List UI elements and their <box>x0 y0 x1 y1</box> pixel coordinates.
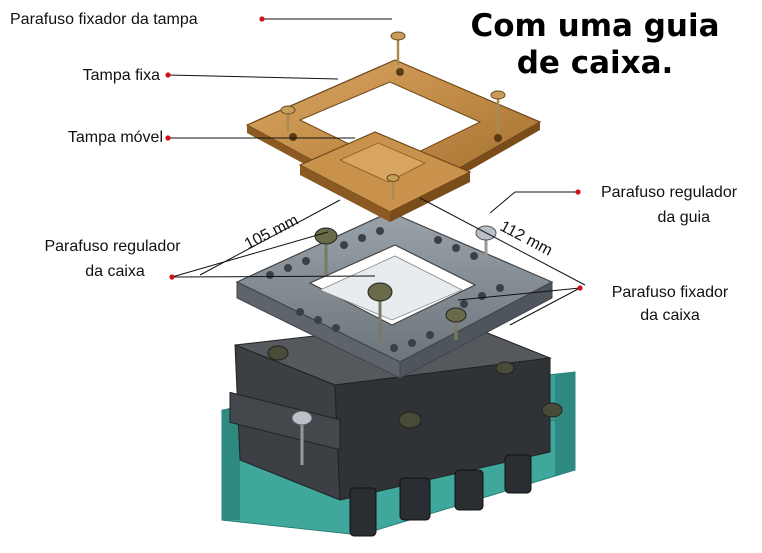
frame-screws <box>314 225 497 345</box>
label-guide-adjust-screw-line-2: da guia <box>657 209 711 226</box>
leader-dot <box>259 16 265 22</box>
label-cover-fixing-screw: Parafuso fixador da tampa <box>10 11 198 28</box>
label-fixed-cover: Tampa fixa <box>82 67 160 84</box>
diagram-title-line-1: Com uma guia <box>470 8 720 44</box>
leader-lines <box>167 18 581 326</box>
leader-dot <box>577 285 583 291</box>
leader-dot <box>165 72 171 78</box>
diagram-title-line-2: de caixa. <box>516 45 674 81</box>
label-box-adjust-screw-line-2: da caixa <box>85 263 145 280</box>
cover-screws <box>280 31 506 200</box>
label-box-adjust-screw-line-1: Parafuso regulador <box>44 238 181 255</box>
leader-dot <box>165 135 171 141</box>
lower-screws <box>267 345 563 465</box>
label-guide-adjust-screw-line-1: Parafuso regulador <box>600 184 738 201</box>
label-movable-lid: Tampa móvel <box>67 129 163 146</box>
movable-lid <box>298 131 472 222</box>
leader-dot <box>575 189 581 195</box>
label-box-fixing-screw-line-1: Parafuso fixador <box>611 284 729 301</box>
leader-dots <box>165 16 583 291</box>
leader-dot <box>169 274 175 280</box>
gray-frame <box>235 211 554 379</box>
label-box-fixing-screw-line-2: da caixa <box>640 307 700 324</box>
